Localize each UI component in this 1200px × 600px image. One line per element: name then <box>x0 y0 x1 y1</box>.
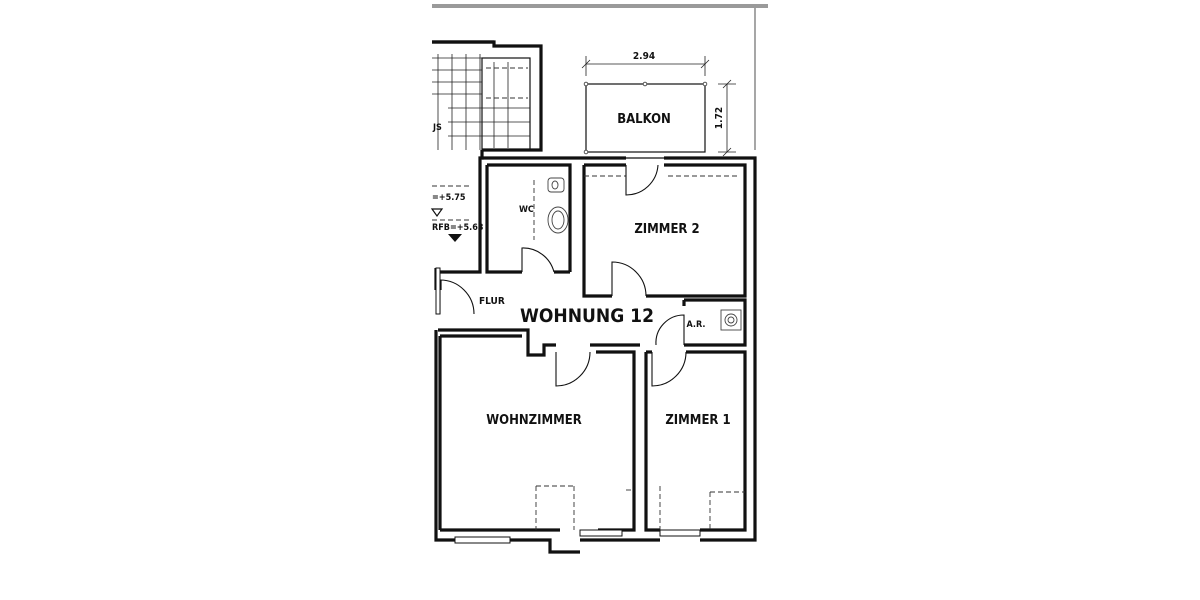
dimension-balcony-depth: 1.72 <box>714 79 736 157</box>
zimmer2-room: ZIMMER 2 <box>582 157 747 298</box>
door-zimmer1 <box>651 351 687 387</box>
door-wc <box>521 247 555 273</box>
window-zimmer1 <box>659 529 701 537</box>
ar-room: A.R. <box>655 298 747 347</box>
room-label-zimmer1: ZIMMER 1 <box>665 413 730 428</box>
balcony: BALKON <box>583 81 708 155</box>
stair-label: JS <box>432 123 442 133</box>
apartment-label: WOHNUNG 12 <box>520 305 654 327</box>
level-triangle-open-icon <box>430 208 444 218</box>
level-mark-lower: RFB=+5.63 <box>432 223 484 233</box>
door-wohnzimmer <box>555 351 591 387</box>
door-ar <box>655 314 685 346</box>
wc-room: WC <box>485 163 572 274</box>
level-marks: =+5.75 RFB=+5.63 <box>430 185 484 242</box>
room-label-ar: A.R. <box>687 320 706 330</box>
door-balcony <box>625 164 659 196</box>
room-label-wc: WC <box>519 205 534 215</box>
level-triangle-filled-icon <box>448 234 462 242</box>
top-bar <box>432 4 768 8</box>
zimmer1-room: ZIMMER 1 <box>644 350 747 537</box>
stairwell: JS <box>432 40 543 152</box>
level-mark-upper: =+5.75 <box>432 193 466 203</box>
window-wohnzimmer-2 <box>579 529 623 537</box>
dimension-label-depth: 1.72 <box>714 107 725 129</box>
room-label-wohnzimmer: WOHNZIMMER <box>486 413 582 428</box>
door-entrance <box>439 279 475 315</box>
flur-area: FLUR WOHNUNG 12 <box>435 267 654 327</box>
door-zimmer2 <box>611 261 647 297</box>
room-label-flur: FLUR <box>479 296 505 307</box>
dimension-label-width: 2.94 <box>633 51 655 62</box>
room-label-zimmer2: ZIMMER 2 <box>634 222 699 237</box>
wohnzimmer-room: WOHNZIMMER <box>438 334 636 544</box>
dimension-balcony-width: 2.94 <box>581 51 710 76</box>
room-label-balkon: BALKON <box>617 112 671 127</box>
window-wohnzimmer-1 <box>454 536 511 544</box>
